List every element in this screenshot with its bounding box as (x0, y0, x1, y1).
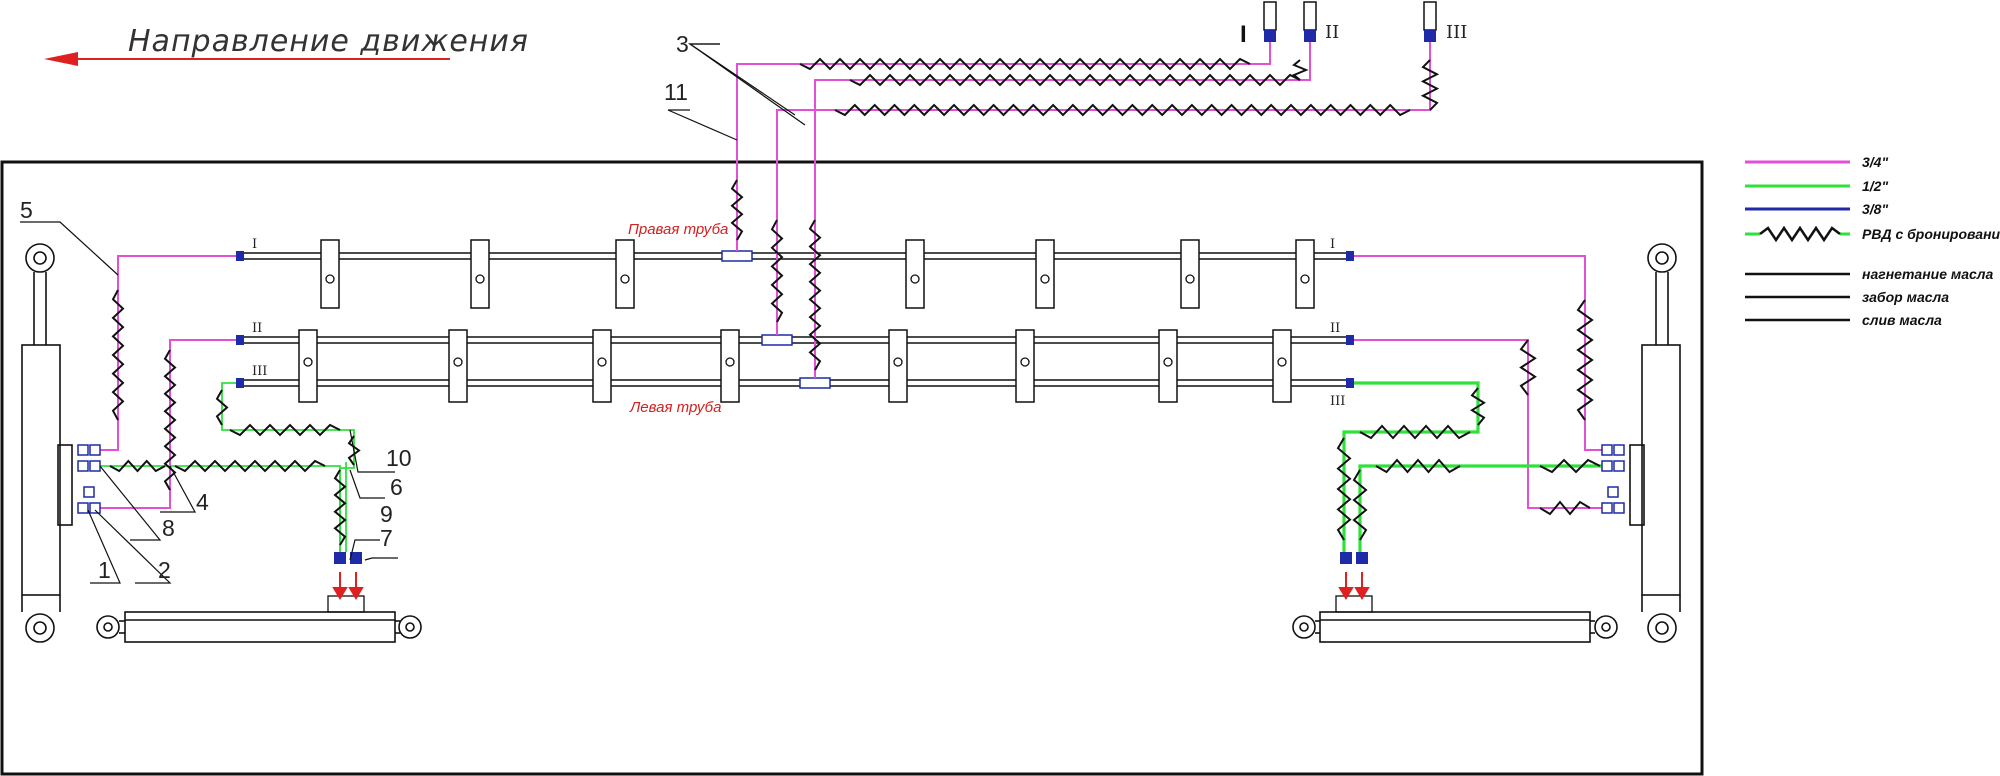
valve-label-two: II (1325, 22, 1339, 43)
zigzag-segment (799, 57, 1251, 71)
zigzag-segment (174, 459, 326, 473)
valve-label-one: I (1240, 21, 1247, 48)
pipe-bracket (1272, 329, 1292, 403)
callout-9: 9 (380, 501, 393, 527)
callout-4: 4 (196, 489, 209, 515)
pipe-bracket (1015, 329, 1035, 403)
legend-label-intake: забор масла (1862, 289, 1949, 305)
pipe-bracket (1180, 239, 1200, 309)
legend-label-armored-hose: РВД с бронированием (1862, 226, 2000, 242)
pipe-label-three-left: III (252, 364, 267, 379)
zigzag-segment (1336, 437, 1352, 541)
supply-valves (1263, 1, 1437, 42)
magenta-supply-lines (736, 42, 1431, 378)
cylinder-port-fittings (77, 444, 1625, 514)
pipe-end-fittings (236, 251, 1354, 388)
legend-label-pressure: нагнетание масла (1862, 266, 1994, 282)
callout-2: 2 (158, 557, 171, 583)
pipe-bracket (1295, 239, 1315, 309)
valve-label-three: III (1446, 22, 1467, 43)
pipe-bracket (320, 239, 340, 309)
pipe-bracket (1035, 239, 1055, 309)
left-pipe-label: Левая труба (629, 399, 721, 416)
pipe-three (240, 379, 1350, 387)
zigzag-segment (1470, 387, 1486, 426)
pipe-bracket (1158, 329, 1178, 403)
legend-label-3-8: 3/8" (1862, 201, 1888, 217)
callout-1: 1 (98, 557, 111, 583)
callout-7: 7 (380, 525, 393, 551)
armored-hose-icon (1759, 225, 1841, 243)
pipe-bracket (470, 239, 490, 309)
pipe-label-two-right: II (1330, 321, 1340, 336)
zigzag-segment (834, 103, 1411, 117)
direction-arrow-icon (44, 52, 78, 66)
legend-label-1-2: 1/2" (1862, 178, 1888, 194)
pipe-label-one-right: I (1330, 237, 1335, 252)
pipe-bracket (448, 329, 468, 403)
zigzag-segment (215, 389, 229, 426)
green-lines-left (90, 382, 355, 552)
zigzag-segment (109, 459, 166, 473)
bottom-connectors (334, 552, 1368, 564)
direction-label: Направление движения (128, 24, 529, 59)
zigzag-segment (770, 219, 784, 323)
pipe-label-two-left: II (252, 321, 262, 336)
armored-hose-zigzags (109, 57, 1601, 546)
zigzag-segment (1420, 59, 1440, 111)
zigzag-segment (1375, 458, 1461, 474)
legend-label-drain: слив масла (1862, 312, 1942, 328)
red-flow-arrows (332, 572, 1370, 600)
pipe-bracket (888, 329, 908, 403)
pipe-bracket (905, 239, 925, 309)
pipe-bracket (615, 239, 635, 309)
lower-pipe-brackets (298, 329, 1292, 403)
zigzag-segment (1539, 500, 1591, 516)
bottom-right-cylinder (1292, 595, 1618, 643)
callout-8: 8 (162, 515, 175, 541)
top-pipe-brackets (320, 239, 1315, 309)
magenta-lines-right (1354, 255, 1612, 509)
tee-fitting-middle-pipe (761, 334, 793, 346)
zigzag-segment (333, 469, 347, 546)
zigzag-segment (808, 219, 822, 371)
zigzag-segment (1576, 299, 1594, 421)
right-pipe-label: Правая труба (628, 221, 728, 238)
pipe-one (240, 252, 1350, 260)
callout-10: 10 (386, 445, 412, 471)
pipe-label-three-right: III (1330, 394, 1345, 409)
pipe-bracket (298, 329, 318, 403)
callout-leaders (20, 43, 806, 584)
bottom-left-cylinder (96, 595, 422, 643)
zigzag-segment (1359, 424, 1471, 440)
magenta-lines-left (90, 255, 236, 509)
zigzag-segment (1352, 469, 1368, 541)
tee-fitting-right-pipe (721, 250, 753, 262)
frame-outline (0, 160, 1704, 776)
right-hydraulic-cylinder (1629, 243, 1681, 643)
zigzag-segment (111, 289, 125, 421)
callout-6: 6 (390, 474, 403, 500)
pipe-bracket (720, 329, 740, 403)
zigzag-segment (1292, 59, 1309, 81)
zigzag-segment (1539, 458, 1601, 474)
pipe-two (240, 336, 1350, 344)
direction-indicator: Направление движения (44, 24, 529, 66)
pipe-label-one-left: I (252, 237, 257, 252)
zigzag-segment (163, 349, 177, 491)
left-hydraulic-cylinder (21, 243, 73, 643)
legend: 3/4" 1/2" 3/8" РВД с бронированием нагне… (1745, 154, 2000, 328)
zigzag-segment (1519, 339, 1537, 396)
callout-5: 5 (20, 197, 33, 223)
legend-label-3-4: 3/4" (1862, 154, 1888, 170)
callout-11: 11 (664, 79, 688, 105)
tee-fitting-left-pipe (799, 377, 831, 389)
pipe-bracket (592, 329, 612, 403)
zigzag-segment (730, 179, 744, 241)
zigzag-segment (849, 73, 1301, 87)
zigzag-segment (229, 423, 341, 437)
callout-3: 3 (676, 31, 689, 57)
zigzag-segment (347, 435, 361, 466)
